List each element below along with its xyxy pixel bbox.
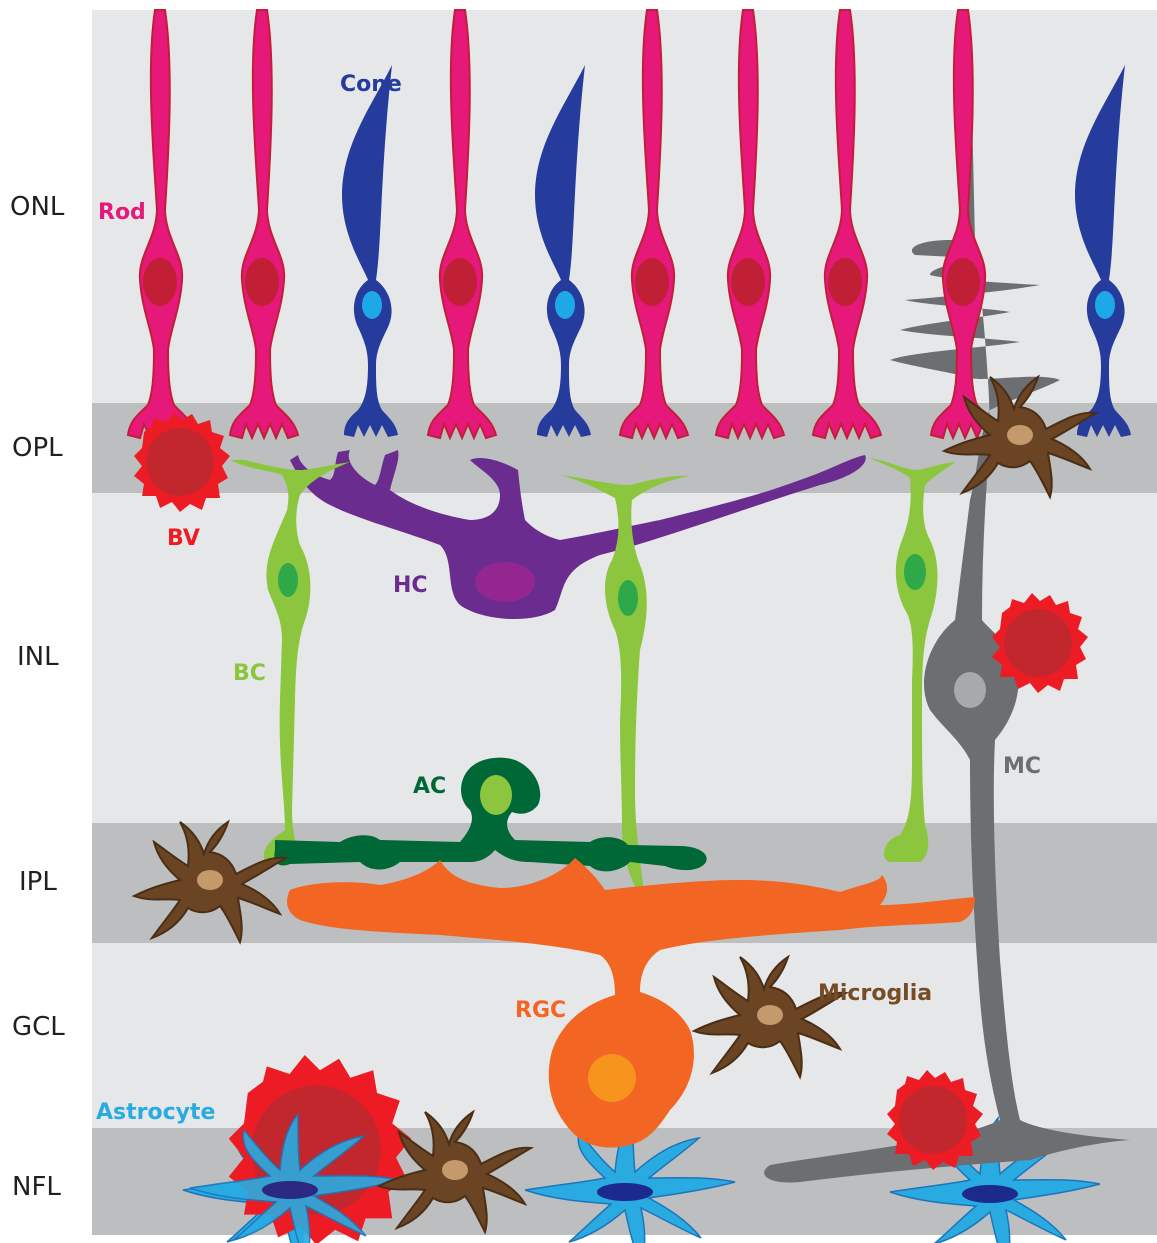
label-hc: HC bbox=[393, 573, 428, 598]
layer-label-inl: INL bbox=[17, 642, 59, 672]
layer-label-opl: OPL bbox=[12, 433, 63, 463]
label-rgc: RGC bbox=[515, 998, 566, 1023]
label-mc: MC bbox=[1003, 754, 1041, 779]
label-rod: Rod bbox=[98, 200, 146, 225]
layer-label-onl: ONL bbox=[10, 192, 65, 222]
label-microglia: Microglia bbox=[818, 981, 932, 1006]
layer-label-gcl: GCL bbox=[12, 1012, 65, 1042]
layer-label-nfl: NFL bbox=[12, 1172, 61, 1202]
label-ac: AC bbox=[413, 774, 446, 799]
label-bc: BC bbox=[233, 661, 266, 686]
label-cone: Cone bbox=[340, 72, 402, 97]
label-astrocyte: Astrocyte bbox=[96, 1100, 215, 1125]
layer-label-ipl: IPL bbox=[19, 867, 57, 897]
label-bv: BV bbox=[167, 526, 200, 551]
